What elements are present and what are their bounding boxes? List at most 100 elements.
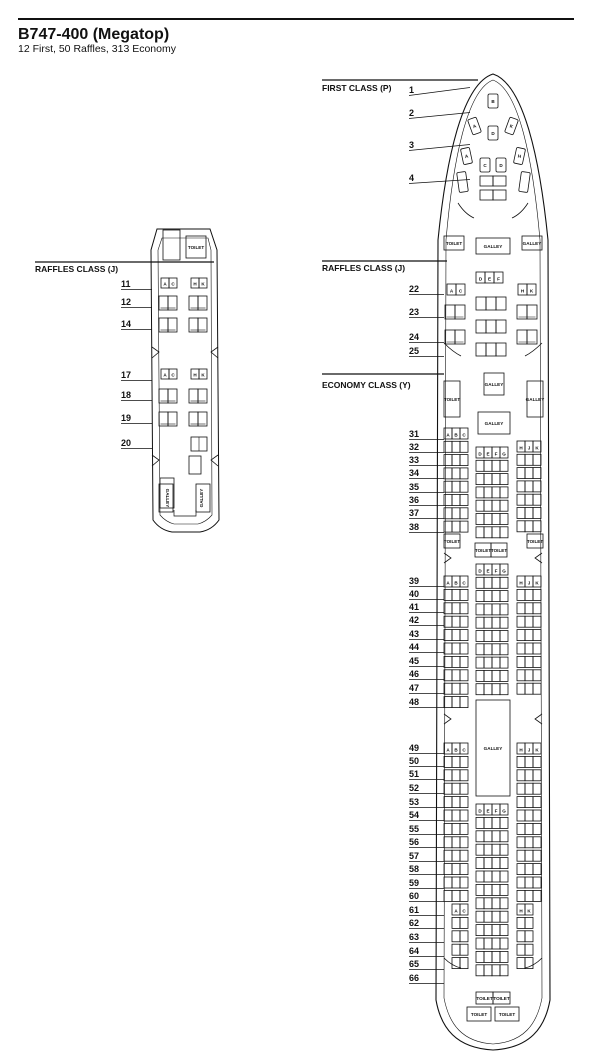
economy-row-60: 60 — [409, 891, 419, 901]
econ-s1-center-G — [499, 446, 509, 459]
econ-s3-right-7-1 — [524, 836, 534, 849]
upper-row-18-right-b — [197, 388, 208, 404]
econ-s3-right-5-0 — [516, 809, 526, 822]
econ-s3-center-3-3 — [499, 843, 509, 856]
upper-row-11-right-letter-H: H — [193, 282, 197, 287]
econ-s3-left-6-0 — [443, 823, 453, 835]
econ-s2-right-6-2 — [532, 656, 542, 668]
econ-s3-center-3-1 — [483, 843, 493, 856]
galley-mid-center — [477, 411, 511, 435]
econ-49-right-letter-H: H — [519, 748, 523, 753]
economy-row-38: 38 — [409, 522, 419, 532]
econ-s4-left-2-0 — [451, 930, 461, 943]
raffles-23-center-2 — [495, 296, 507, 311]
econ-31-left-letter-B: B — [454, 433, 458, 438]
first-row-rule-4 — [408, 179, 471, 184]
economy-row-37: 37 — [409, 508, 419, 518]
raffles-23-center-0 — [475, 296, 487, 311]
first-3-A-shell — [460, 147, 473, 165]
econ-32-right-letter-H: H — [519, 446, 523, 451]
econ-s3-center-2-3 — [499, 830, 509, 843]
first-row-3: 3 — [409, 140, 414, 150]
first-4-K — [518, 171, 531, 193]
econ-61-right-letter-H: H — [519, 909, 523, 914]
econ-s1-center-2-2 — [491, 473, 501, 486]
raffles-23-center-1 — [485, 296, 497, 311]
econ-31-left-C — [459, 427, 469, 440]
econ-s2-right-7-2 — [532, 669, 542, 682]
econ-s2-left-4-2 — [459, 629, 469, 641]
econ-49-right-K — [532, 742, 542, 755]
econ-49-left-letter-C: C — [462, 748, 466, 753]
econ-s3-center-12-1 — [483, 964, 493, 977]
economy-row-59: 59 — [409, 878, 419, 888]
upper-galley-right-label: GALLEY — [199, 489, 204, 508]
toilet-s1-right — [526, 533, 544, 549]
raffles-22-center-letter-D: D — [479, 277, 483, 282]
upper-row-17: 17 — [121, 370, 131, 380]
first-4-center-a-0 — [479, 175, 494, 187]
econ-s3-left-5-0 — [443, 809, 453, 822]
econ-s1-right-4-2 — [532, 493, 542, 506]
econ-s3-left-1-1 — [451, 756, 461, 768]
economy-row-33: 33 — [409, 455, 419, 465]
econ-s2-right-1-0 — [516, 589, 526, 601]
econ-s1-center-letter-G: G — [502, 452, 506, 457]
econ-s1-center-5-1 — [483, 513, 493, 525]
upper-row-19-right-b — [197, 411, 208, 427]
econ-s2-left-1-2 — [459, 589, 469, 601]
econ-s2-left-2-2 — [459, 602, 469, 615]
econ-s3-center-6-2 — [491, 884, 501, 896]
galley-mid-right — [526, 380, 544, 418]
econ-s3-center-6-0 — [475, 884, 485, 896]
econ-s2-right-8-2 — [532, 682, 542, 695]
econ-49-right-letter-K: K — [535, 748, 539, 753]
econ-s1-center-6-0 — [475, 526, 485, 539]
econ-s2-left-6-1 — [451, 656, 461, 668]
econ-s3-center-2-1 — [483, 830, 493, 843]
econ-s3-center-2-2 — [491, 830, 501, 843]
econ-s1-center-4-1 — [483, 499, 493, 512]
econ-32-right-letter-J: J — [528, 446, 531, 451]
econ-s4-left-4-1 — [459, 957, 469, 969]
econ-s3-left-9-2 — [459, 863, 469, 875]
econ-s3-left-4-0 — [443, 796, 453, 808]
raffles-25-center-0 — [475, 342, 487, 357]
econ-s3-center-5-3 — [499, 870, 509, 883]
econ-s3-center-7-1 — [483, 897, 493, 910]
page-title: B747-400 (Megatop) — [18, 26, 170, 43]
economy-row-39: 39 — [409, 576, 419, 586]
econ-s3-left-2-0 — [443, 769, 453, 782]
econ-s3-center-4-3 — [499, 857, 509, 869]
upper-row-17-right-K — [198, 368, 208, 380]
econ-s2-right-1-2 — [532, 589, 542, 601]
econ-s3-left-5-2 — [459, 809, 469, 822]
econ-s3-right-8-2 — [532, 849, 542, 862]
economy-row-55: 55 — [409, 824, 419, 834]
econ-s3-left-9-1 — [451, 863, 461, 875]
econ-s2-center-letters-letter-E: E — [486, 569, 489, 574]
first-aft-wall-left — [457, 202, 475, 219]
economy-row-32: 32 — [409, 442, 419, 452]
econ-s1-right-5-0 — [516, 507, 526, 519]
econ-s3-right-4-2 — [532, 796, 542, 808]
econ-39-left-C — [459, 575, 469, 588]
econ-s2-center-5-0 — [475, 630, 485, 642]
toilet-s1-left-label: TOILET — [444, 539, 460, 544]
first-row-4: 4 — [409, 173, 414, 183]
econ-s2-left-9-1 — [451, 696, 461, 708]
upper-row-11: 11 — [121, 279, 131, 289]
econ-s1-right-1-1 — [524, 453, 534, 466]
econ-s3-right-6-0 — [516, 823, 526, 835]
first-2-K-shell — [504, 116, 519, 136]
econ-s1-center-4-2 — [491, 499, 501, 512]
econ-s2-center-8-1 — [483, 670, 493, 682]
upper-galley-link — [173, 510, 197, 517]
econ-s3-right-2-2 — [532, 769, 542, 782]
econ-s3-right-6-1 — [524, 823, 534, 835]
econ-s3-center-10-3 — [499, 937, 509, 950]
upper-row-17-right-letter-H: H — [193, 373, 197, 378]
toilet-aft-c2-label: TOILET — [493, 996, 509, 1001]
econ-s3-right-7-0 — [516, 836, 526, 849]
first-row-rule-2 — [408, 112, 471, 119]
